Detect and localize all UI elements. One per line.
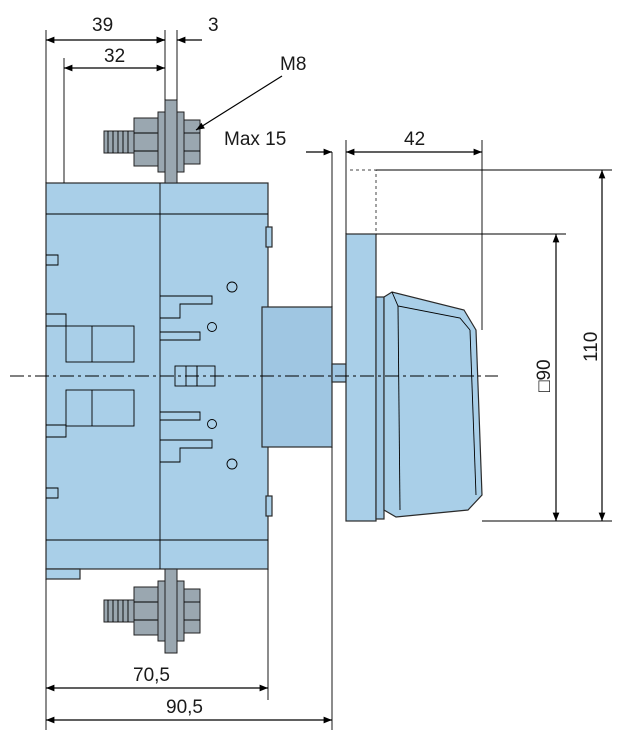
top-terminal-bolt — [103, 99, 201, 184]
dim-70-5-label: 70,5 — [133, 665, 170, 686]
dim-3-label: 3 — [208, 15, 219, 36]
m8-leader — [195, 75, 283, 131]
dim-32-label: 32 — [104, 46, 125, 67]
shaft-housing — [261, 306, 347, 448]
max15-label: Max 15 — [224, 129, 286, 150]
breaker-body — [45, 182, 273, 580]
bottom-terminal-bolt — [103, 568, 201, 654]
dim-39-label: 39 — [92, 15, 113, 36]
dim-110-label: 110 — [581, 332, 602, 362]
extension-lines — [45, 30, 612, 730]
dim-90-label: □90 — [534, 359, 555, 392]
m8-label: M8 — [280, 54, 306, 75]
rotary-handle — [383, 291, 483, 518]
dim-42-label: 42 — [404, 129, 425, 150]
dim-90-5-label: 90,5 — [166, 697, 203, 718]
door-plate — [345, 169, 385, 522]
